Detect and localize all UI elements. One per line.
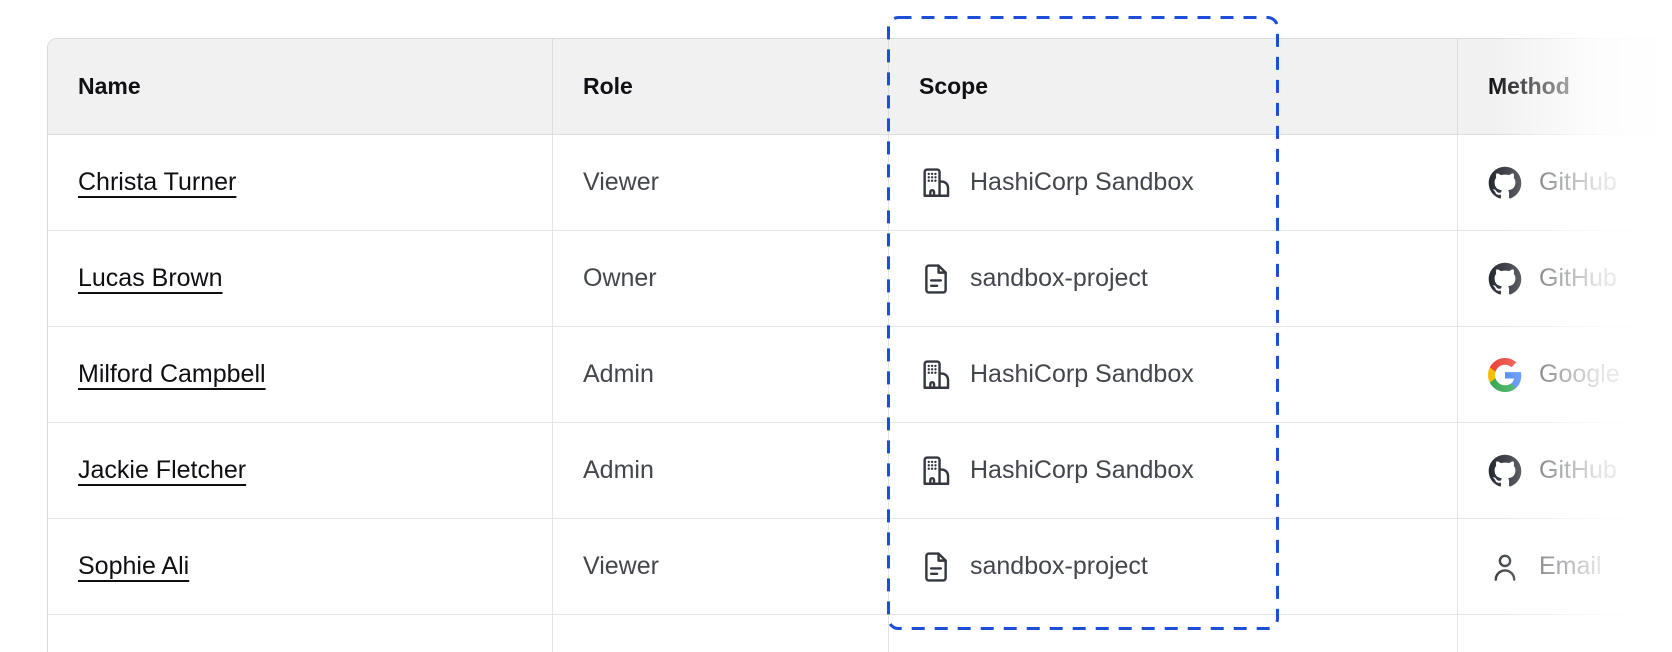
members-table: Name Role Scope Method Christa Turner Vi… [47, 38, 1672, 652]
scope-cell: HashiCorp Sandbox [889, 327, 1458, 423]
table-row: Sophie Ali Viewer sandbox-project Email [48, 519, 1672, 615]
github-icon [1488, 166, 1522, 200]
method-cell: Email [1458, 519, 1672, 615]
role-cell: Viewer [553, 519, 889, 615]
method-cell: GitHub [1458, 135, 1672, 231]
column-header-name[interactable]: Name [48, 39, 553, 135]
table-row: Jackie Fletcher Admin HashiCorp Sandbox … [48, 423, 1672, 519]
member-name-link[interactable]: Sophie Ali [78, 552, 190, 580]
table-row: Milford Campbell Admin HashiCorp Sandbox… [48, 327, 1672, 423]
role-label: Admin [583, 456, 654, 484]
user-icon [1488, 550, 1522, 584]
scope-cell [889, 615, 1458, 652]
table-row: Lucas Brown Owner sandbox-project GitHub [48, 231, 1672, 327]
github-icon [1488, 454, 1522, 488]
scope-label: sandbox-project [970, 264, 1148, 292]
method-label: Google [1539, 360, 1620, 388]
method-label: GitHub [1539, 456, 1617, 484]
role-label: Viewer [583, 168, 659, 196]
member-name-link[interactable]: Milford Campbell [78, 360, 266, 388]
github-icon [1488, 262, 1522, 296]
member-name-link[interactable]: Christa Turner [78, 168, 237, 196]
role-cell: Admin [553, 327, 889, 423]
building-icon [919, 454, 953, 488]
role-label: Owner [583, 264, 657, 292]
name-cell: Milford Campbell [48, 327, 553, 423]
column-header-role[interactable]: Role [553, 39, 889, 135]
name-cell: Jackie Fletcher [48, 423, 553, 519]
method-cell: GitHub [1458, 423, 1672, 519]
scope-label: HashiCorp Sandbox [970, 456, 1194, 484]
scope-cell: HashiCorp Sandbox [889, 423, 1458, 519]
table-row-partial [48, 615, 1672, 652]
method-label: GitHub [1539, 168, 1617, 196]
member-name-link[interactable]: Jackie Fletcher [78, 456, 247, 484]
building-icon [919, 358, 953, 392]
column-header-method[interactable]: Method [1458, 39, 1672, 135]
scope-label: sandbox-project [970, 552, 1148, 580]
name-cell: Christa Turner [48, 135, 553, 231]
google-icon [1488, 357, 1522, 392]
name-cell: Lucas Brown [48, 231, 553, 327]
name-cell: Sophie Ali [48, 519, 553, 615]
file-text-icon [919, 262, 953, 296]
scope-label: HashiCorp Sandbox [970, 168, 1194, 196]
role-cell: Admin [553, 423, 889, 519]
scope-cell: HashiCorp Sandbox [889, 135, 1458, 231]
role-cell: Viewer [553, 135, 889, 231]
building-icon [919, 166, 953, 200]
scope-cell: sandbox-project [889, 519, 1458, 615]
role-label: Admin [583, 360, 654, 388]
method-cell: GitHub [1458, 231, 1672, 327]
role-label: Viewer [583, 552, 659, 580]
member-name-link[interactable]: Lucas Brown [78, 264, 223, 292]
file-text-icon [919, 550, 953, 584]
scope-label: HashiCorp Sandbox [970, 360, 1194, 388]
method-cell [1458, 615, 1672, 652]
name-cell [48, 615, 553, 652]
method-label: Email [1539, 552, 1602, 580]
method-label: GitHub [1539, 264, 1617, 292]
role-cell [553, 615, 889, 652]
table-row: Christa Turner Viewer HashiCorp Sandbox … [48, 135, 1672, 231]
table-header-row: Name Role Scope Method [48, 39, 1672, 135]
method-cell: Google [1458, 327, 1672, 423]
column-header-scope[interactable]: Scope [889, 39, 1458, 135]
scope-cell: sandbox-project [889, 231, 1458, 327]
role-cell: Owner [553, 231, 889, 327]
